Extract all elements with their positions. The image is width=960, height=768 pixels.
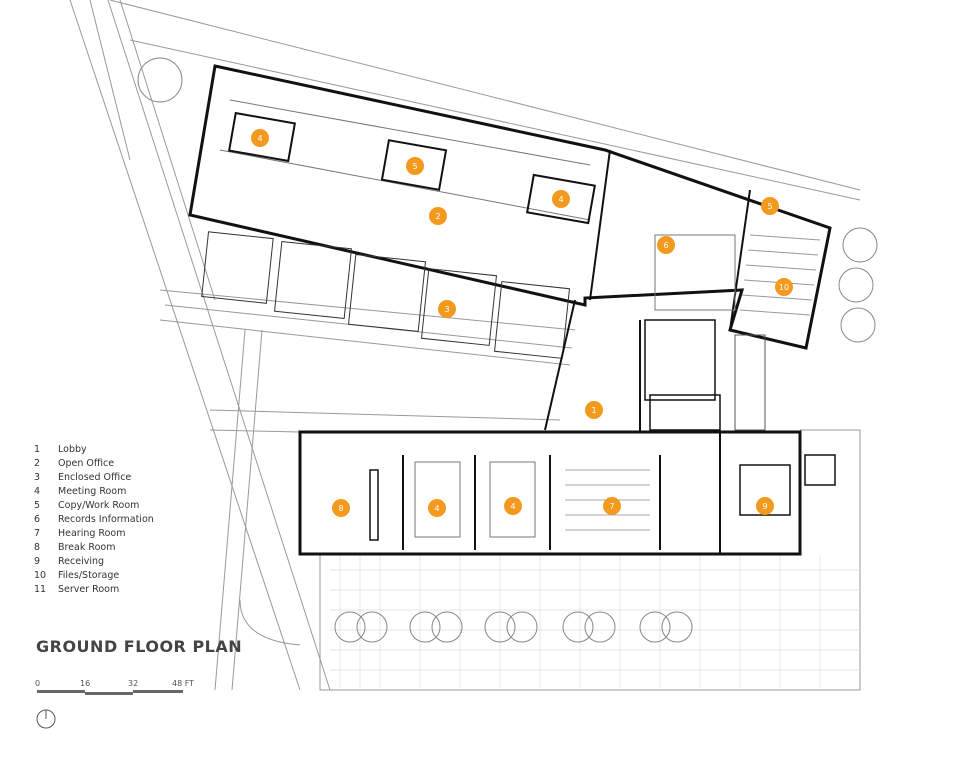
legend-num: 2 (34, 458, 41, 469)
scale-label: 48 FT (172, 679, 195, 688)
legend-label: Receiving (58, 556, 105, 567)
courtyards (201, 231, 571, 359)
legend-label: Server Room (58, 584, 120, 595)
room-marker: 6 (657, 236, 675, 254)
legend-item: 10 Files/Storage (34, 569, 154, 583)
legend-label: Enclosed Office (58, 472, 132, 483)
legend-num: 1 (34, 444, 41, 455)
legend-num: 5 (34, 500, 41, 511)
trees (137, 57, 878, 643)
legend-num: 8 (34, 542, 41, 553)
legend-num: 9 (34, 556, 41, 567)
legend-label: Meeting Room (58, 486, 127, 497)
room-marker: 2 (429, 207, 447, 225)
legend-num: 11 (34, 584, 47, 595)
site-paths (69, 0, 861, 691)
room-legend: 1 Lobby 2 Open Office 3 Enclosed Office 4 Me… (34, 443, 154, 597)
room-marker: 4 (504, 497, 522, 515)
north-arrow-icon (36, 709, 56, 729)
scale-label: 32 (128, 679, 139, 688)
hearing-wing (298, 430, 836, 556)
legend-item: 2 Open Office (34, 457, 154, 471)
legend-num: 10 (34, 570, 47, 581)
room-marker: 4 (552, 190, 570, 208)
legend-num: 4 (34, 486, 41, 497)
room-marker: 4 (251, 129, 269, 147)
legend-label: Records Information (58, 514, 154, 525)
plan-title: GROUND FLOOR PLAN (36, 637, 243, 656)
legend-item: 5 Copy/Work Room (34, 499, 154, 513)
legend-item: 9 Receiving (34, 555, 154, 569)
legend-label: Break Room (58, 542, 116, 553)
scale-bar (37, 690, 183, 695)
legend-item: 8 Break Room (34, 541, 154, 555)
legend-item: 4 Meeting Room (34, 485, 154, 499)
legend-item: 1 Lobby (34, 443, 154, 457)
scale-label: 0 (35, 679, 41, 688)
room-marker: 1 (585, 401, 603, 419)
legend-num: 6 (34, 514, 41, 525)
legend-label: Files/Storage (58, 570, 120, 581)
legend-item: 7 Hearing Room (34, 527, 154, 541)
legend-num: 7 (34, 528, 41, 539)
office-wing (188, 64, 832, 350)
room-marker: 7 (603, 497, 621, 515)
lobby (544, 299, 766, 432)
paving-grid (330, 555, 860, 690)
room-marker: 8 (332, 499, 350, 517)
room-marker: 4 (428, 499, 446, 517)
legend-num: 3 (34, 472, 41, 483)
room-marker: 5 (761, 197, 779, 215)
scale-label: 16 (80, 679, 91, 688)
legend-item: 3 Enclosed Office (34, 471, 154, 485)
legend-label: Lobby (58, 444, 87, 455)
legend-item: 6 Records Information (34, 513, 154, 527)
legend-item: 11 Server Room (34, 583, 154, 597)
room-marker: 10 (775, 278, 793, 296)
legend-label: Open Office (58, 458, 115, 469)
room-marker: 3 (438, 300, 456, 318)
legend-label: Hearing Room (58, 528, 126, 539)
room-marker: 9 (756, 497, 774, 515)
legend-label: Copy/Work Room (58, 500, 140, 511)
room-marker: 5 (406, 157, 424, 175)
